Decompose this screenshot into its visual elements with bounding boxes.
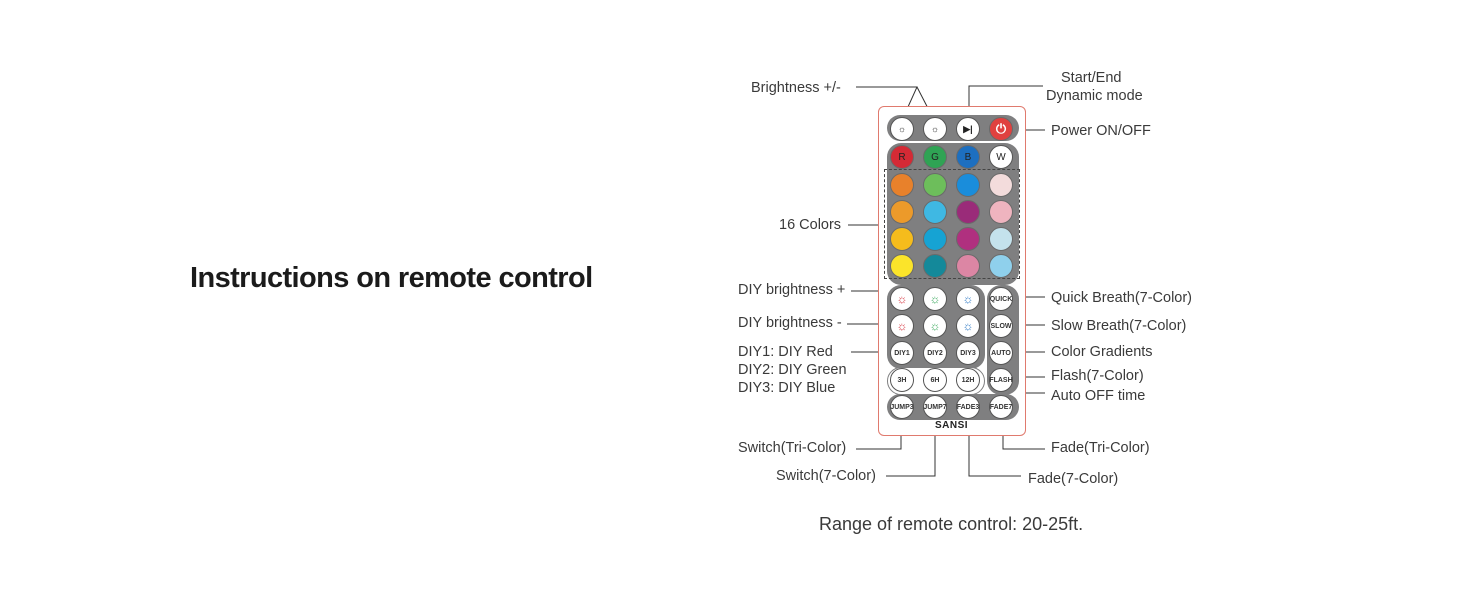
diy-brightness-up-button[interactable]: ☼ <box>890 287 914 311</box>
range-text: Range of remote control: 20-25ft. <box>819 514 1084 534</box>
diy-brightness-up-button[interactable]: ☼ <box>923 287 947 311</box>
label-flash: Flash(7-Color) <box>1051 368 1144 384</box>
brightness-up-button[interactable]: ☼ <box>890 117 914 141</box>
label-fade-tri: Fade(Tri-Color) <box>1051 440 1150 456</box>
color-swatch-button[interactable] <box>890 173 914 197</box>
color-swatch-button[interactable] <box>923 200 947 224</box>
brightness-up-icon: ☼ <box>929 292 941 306</box>
color-button-r[interactable]: R <box>890 145 914 169</box>
power-button[interactable]: ⏻ <box>989 117 1013 141</box>
color-button-b[interactable]: B <box>956 145 980 169</box>
label-start-end: Start/End <box>1061 70 1122 86</box>
fade3-button[interactable]: FADE3 <box>956 395 980 419</box>
color-swatch-button[interactable] <box>989 200 1013 224</box>
label-slow-breath: Slow Breath(7-Color) <box>1051 318 1187 334</box>
label-switch-tri: Switch(Tri-Color) <box>738 440 847 456</box>
color-swatch-button[interactable] <box>956 227 980 251</box>
jump3-button[interactable]: JUMP3 <box>890 395 914 419</box>
diy-brightness-down-button[interactable]: ☼ <box>956 314 980 338</box>
diy-brightness-down-button[interactable]: ☼ <box>890 314 914 338</box>
diy-brightness-up-button[interactable]: ☼ <box>956 287 980 311</box>
brightness-down-icon: ☼ <box>929 319 941 333</box>
diy-button-2[interactable]: DIY2 <box>923 341 947 365</box>
label-quick-breath: Quick Breath(7-Color) <box>1051 290 1193 306</box>
play-pause-icon: ▶| <box>963 123 973 134</box>
power-icon: ⏻ <box>995 121 1007 136</box>
play-pause-button[interactable]: ▶| <box>956 117 980 141</box>
label-brightness: Brightness +/- <box>751 80 841 96</box>
diy-brightness-down-button[interactable]: ☼ <box>923 314 947 338</box>
diy-button-3[interactable]: DIY3 <box>956 341 980 365</box>
brightness-down-icon: ☼ <box>896 319 908 333</box>
color-swatch-button[interactable] <box>890 227 914 251</box>
label-diy-brightness-minus: DIY brightness - <box>738 315 842 331</box>
color-swatch-button[interactable] <box>989 173 1013 197</box>
label-diy-brightness-plus: DIY brightness + <box>738 282 846 298</box>
flash-button[interactable]: FLASH <box>989 368 1013 392</box>
color-swatch-button[interactable] <box>989 227 1013 251</box>
timer-3h-button[interactable]: 3H <box>890 368 914 392</box>
color-swatch-button[interactable] <box>956 173 980 197</box>
auto-button[interactable]: AUTO <box>989 341 1013 365</box>
label-color-gradients: Color Gradients <box>1051 344 1153 360</box>
color-button-g[interactable]: G <box>923 145 947 169</box>
jump7-button[interactable]: JUMP7 <box>923 395 947 419</box>
color-swatch-button[interactable] <box>956 200 980 224</box>
color-swatch-button[interactable] <box>956 254 980 278</box>
color-swatch-button[interactable] <box>890 254 914 278</box>
color-swatch-button[interactable] <box>923 173 947 197</box>
brightness-down-button[interactable]: ☼ <box>923 117 947 141</box>
label-fade-7: Fade(7-Color) <box>1028 471 1119 487</box>
label-diy2: DIY2: DIY Green <box>738 362 847 378</box>
label-diy3: DIY3: DIY Blue <box>738 380 836 396</box>
label-auto-off: Auto OFF time <box>1051 388 1146 404</box>
color-button-w[interactable]: W <box>989 145 1013 169</box>
label-16-colors: 16 Colors <box>779 217 842 233</box>
color-swatch-button[interactable] <box>890 200 914 224</box>
color-swatch-button[interactable] <box>989 254 1013 278</box>
label-power: Power ON/OFF <box>1051 123 1151 139</box>
brightness-up-icon: ☼ <box>896 292 908 306</box>
brightness-up-icon: ☼ <box>897 124 907 134</box>
fade7-button[interactable]: FADE7 <box>989 395 1013 419</box>
brightness-down-icon: ☼ <box>930 124 940 134</box>
label-diy1: DIY1: DIY Red <box>738 344 833 360</box>
color-swatch-button[interactable] <box>923 227 947 251</box>
diy-button-1[interactable]: DIY1 <box>890 341 914 365</box>
slow-button[interactable]: SLOW <box>989 314 1013 338</box>
color-swatch-button[interactable] <box>923 254 947 278</box>
timer-6h-button[interactable]: 6H <box>923 368 947 392</box>
brightness-down-icon: ☼ <box>962 319 974 333</box>
label-switch-7: Switch(7-Color) <box>776 468 876 484</box>
brightness-up-icon: ☼ <box>962 292 974 306</box>
quick-button[interactable]: QUICK <box>989 287 1013 311</box>
brand-logo: SANSI <box>935 420 969 431</box>
label-dynamic-mode: Dynamic mode <box>1046 88 1143 104</box>
page-title: Instructions on remote control <box>190 262 593 294</box>
timer-12h-button[interactable]: 12H <box>956 368 980 392</box>
